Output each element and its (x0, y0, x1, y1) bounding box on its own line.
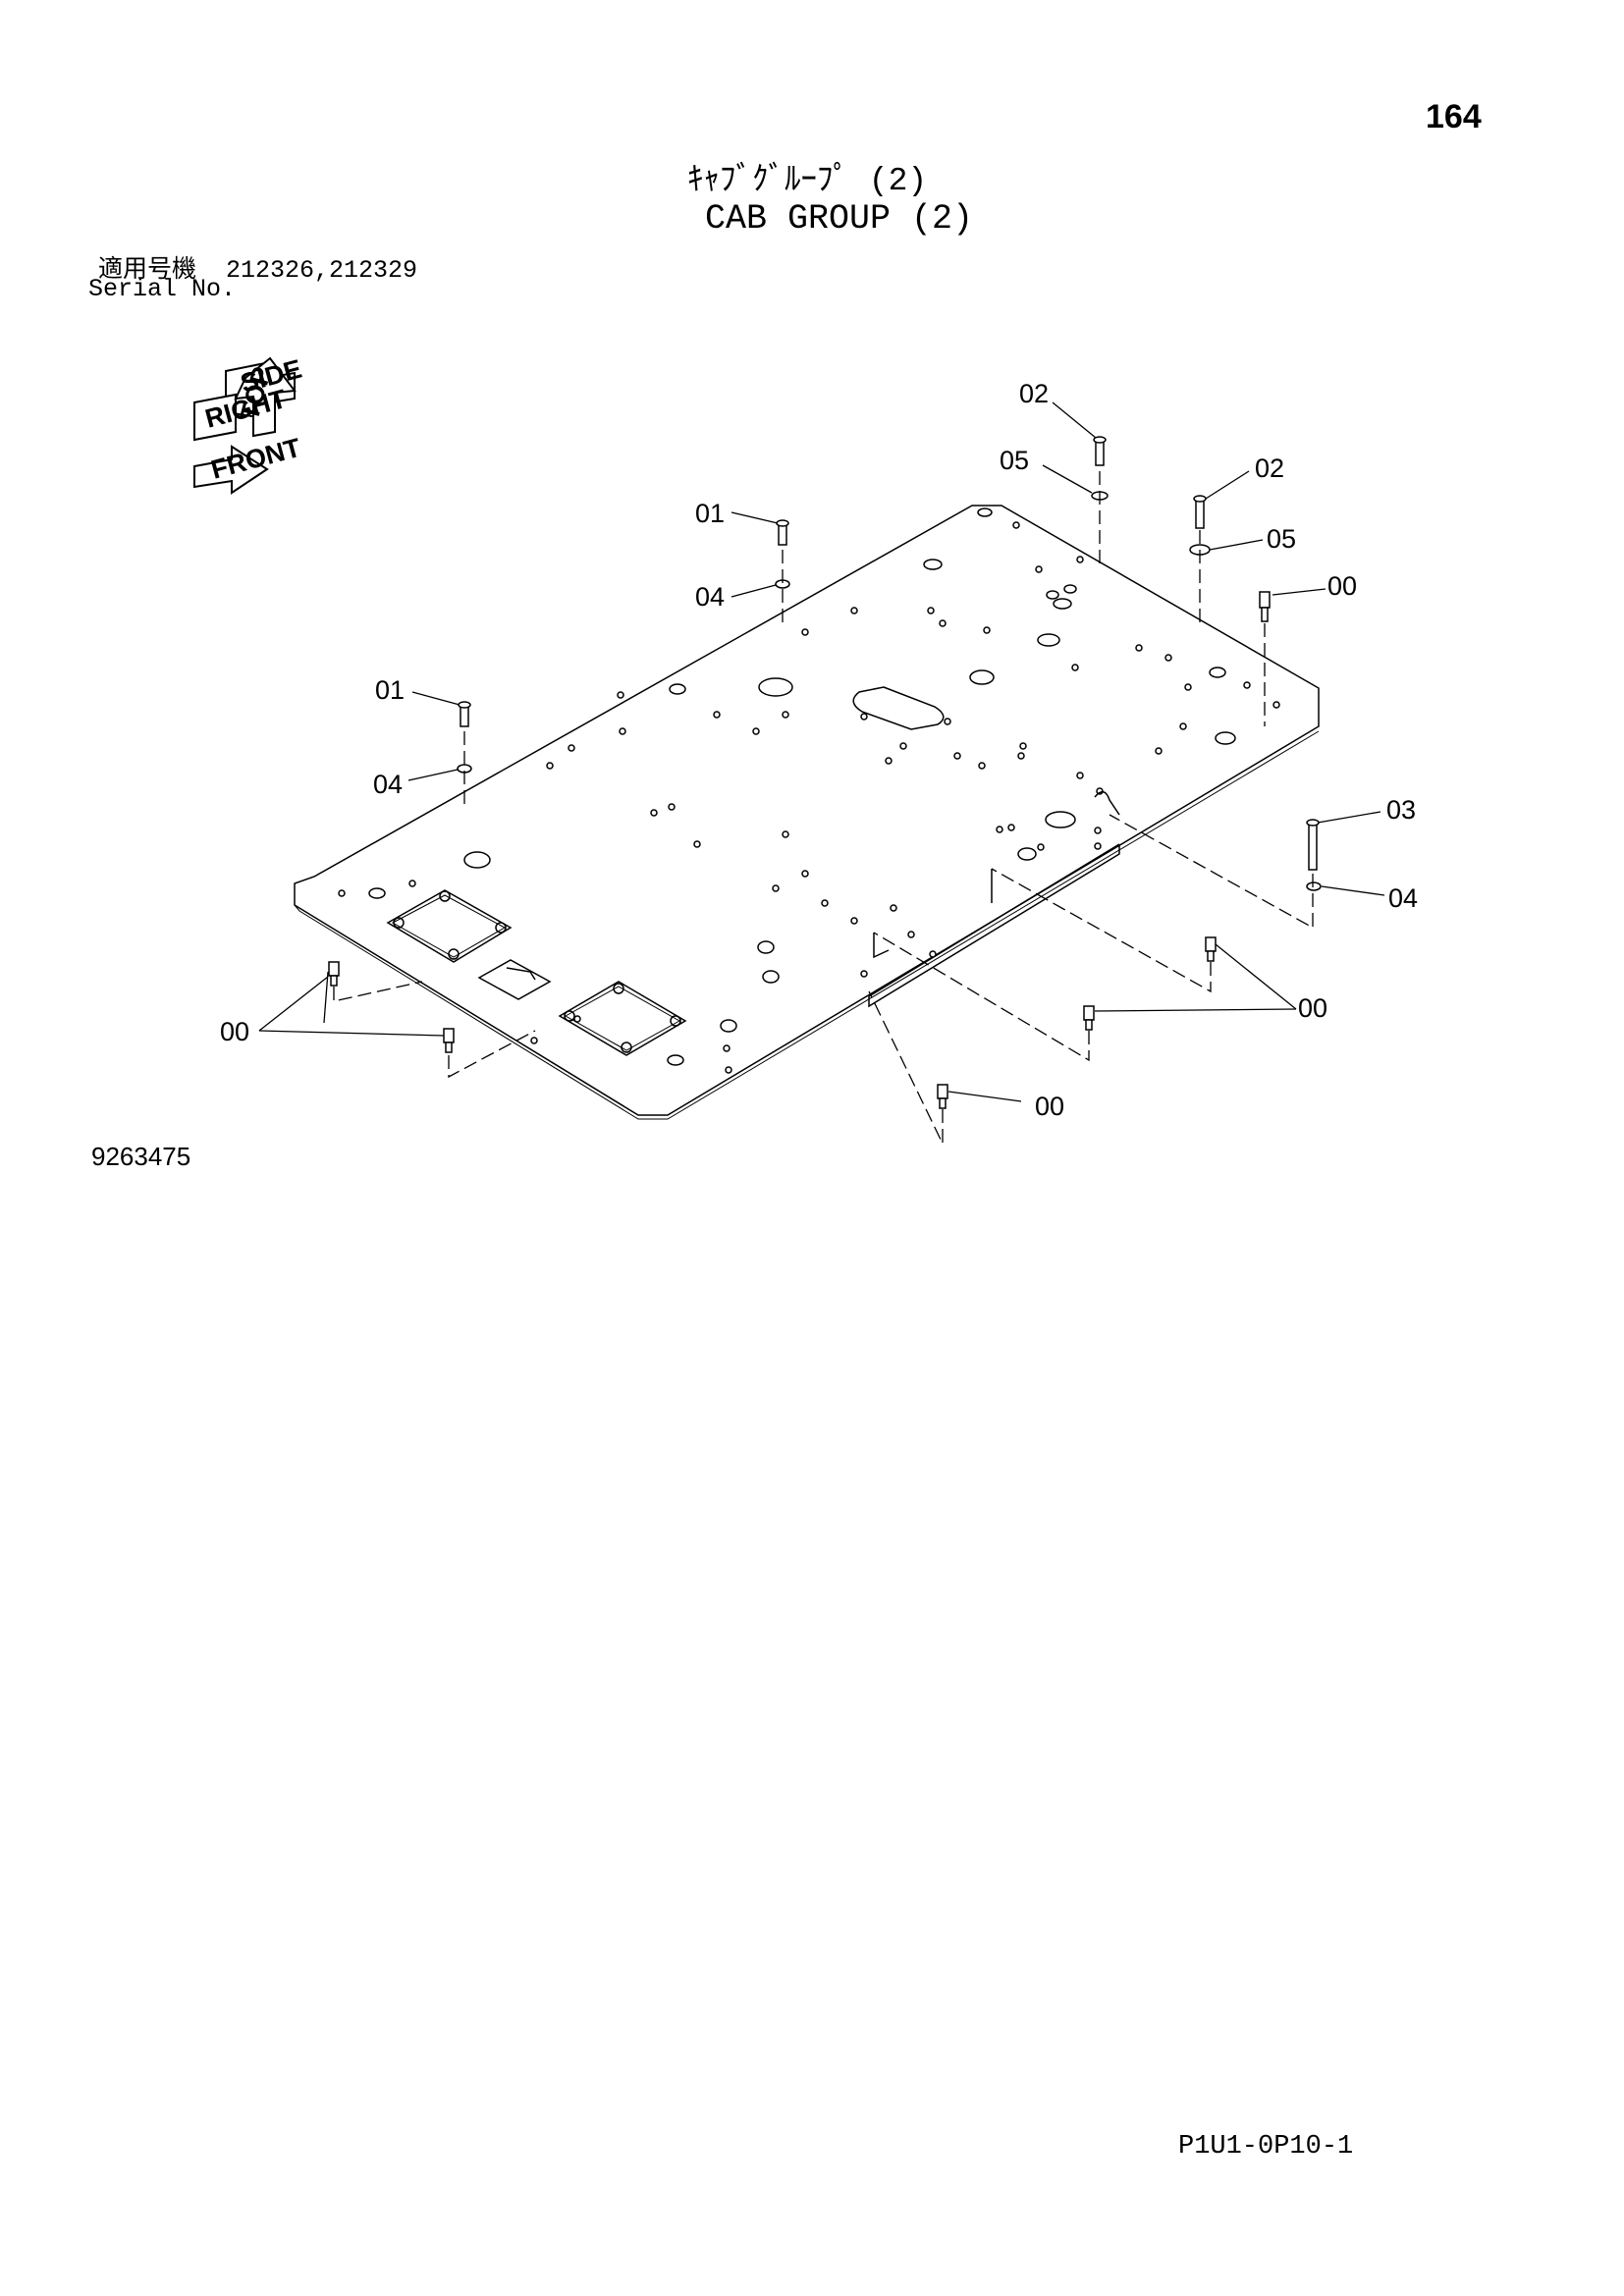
serial-line: 適用号機 212326,212329 (98, 249, 417, 285)
plate-holes (368, 507, 1236, 1066)
cab-floor-plate (294, 505, 1320, 1120)
hex-bolt-icon (1083, 1005, 1095, 1021)
callout-label: 05 (1267, 524, 1296, 554)
callout-label: 00 (220, 1017, 249, 1046)
bolt-icon (1095, 439, 1105, 466)
assembly-lines (333, 471, 1314, 1145)
callout-labels: 02 05 02 05 00 01 04 01 04 03 04 00 00 0… (220, 379, 1418, 1121)
hex-bolt-icon (328, 961, 340, 977)
long-bolt-icon (1308, 822, 1318, 871)
hex-bolt-icon (1259, 591, 1271, 609)
orientation-arrows-icon: RIGHT FRONT TOP SIDE (193, 354, 304, 495)
callout-leaders (258, 401, 1385, 1102)
hex-bolt-icon (937, 1084, 948, 1099)
callout-label: 00 (1327, 571, 1357, 601)
rail-brackets (868, 791, 1120, 1008)
callout-label: 02 (1019, 379, 1049, 408)
callout-label: 00 (1298, 993, 1327, 1023)
hex-bolt-icon (1205, 936, 1217, 952)
callout-label: 01 (375, 675, 405, 705)
page-code: P1U1-0P10-1 (1178, 2132, 1354, 2162)
serial-label-japanese: 適用号機 (98, 256, 197, 285)
serial-numbers: 212326,212329 (226, 256, 418, 285)
callout-label: 02 (1255, 454, 1284, 483)
small-rectangular-cover (477, 959, 552, 1000)
access-cover-plate-left (386, 889, 513, 963)
fasteners (328, 436, 1322, 1109)
hex-bolt-icon (443, 1028, 455, 1043)
exploded-parts-diagram: RIGHT FRONT TOP SIDE (193, 354, 1418, 1145)
access-cover-plate-right (558, 981, 687, 1056)
callout-label: 04 (373, 770, 403, 799)
page-title: CAB GROUP (2) (705, 199, 974, 239)
washer-icon (1306, 881, 1322, 891)
drawing-number: 9263475 (91, 1142, 191, 1171)
bolt-icon (1195, 498, 1205, 529)
callout-label: 00 (1035, 1092, 1064, 1121)
plate-small-holes (338, 521, 1280, 1074)
serial-label: Serial No. (88, 275, 237, 303)
callout-label: 03 (1386, 795, 1416, 825)
callout-label: 05 (1000, 446, 1029, 475)
callout-label: 04 (695, 582, 725, 612)
callout-label: 04 (1388, 883, 1418, 913)
page-number: 164 (1426, 98, 1482, 135)
callout-label: 01 (695, 499, 725, 528)
page-title-japanese: ｷｬﾌﾞｸﾞﾙｰﾌﾟ (2) (687, 163, 928, 199)
